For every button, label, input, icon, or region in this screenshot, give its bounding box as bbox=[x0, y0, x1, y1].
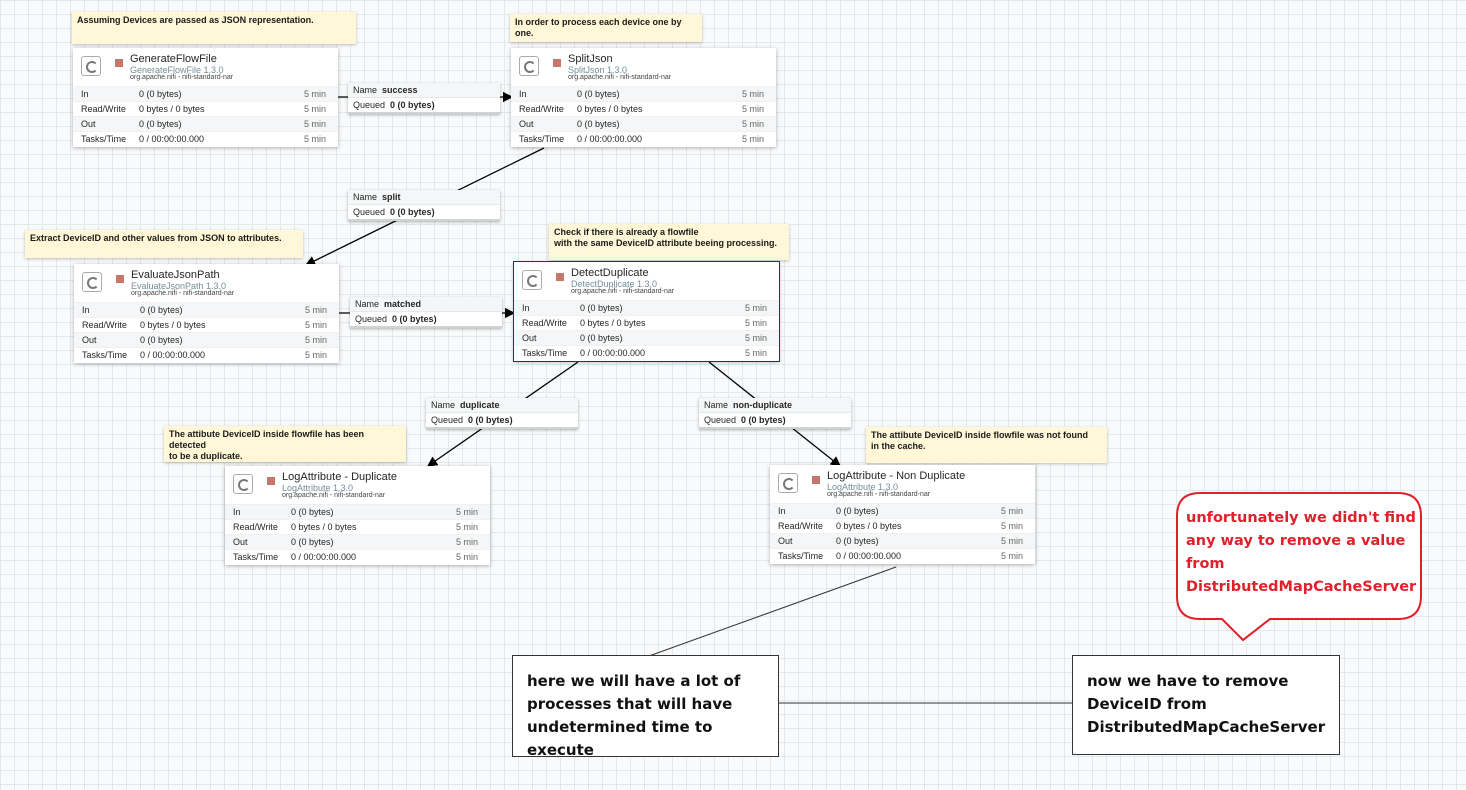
connection-queued: 0 (0 bytes) bbox=[741, 415, 786, 425]
connection-queued: 0 (0 bytes) bbox=[390, 207, 435, 217]
processor-type: LogAttribute 1.3.0 bbox=[827, 482, 899, 492]
connection-queued: 0 (0 bytes) bbox=[468, 415, 513, 425]
connection-success[interactable]: Name success Queued 0 (0 bytes) bbox=[348, 83, 500, 114]
processor-icon bbox=[778, 473, 798, 493]
stopped-icon bbox=[556, 273, 564, 281]
processor-icon bbox=[82, 272, 102, 292]
note-remove-deviceid: now we have to remove DeviceID from Dist… bbox=[1072, 655, 1340, 755]
processor-logattribute-non-duplicate[interactable]: LogAttribute - Non Duplicate LogAttribut… bbox=[770, 465, 1035, 564]
processor-bundle: org.apache.nifi - nifi-standard-nar bbox=[131, 290, 235, 297]
processor-name: LogAttribute - Duplicate bbox=[282, 471, 397, 483]
connection-non-duplicate[interactable]: Name non-duplicate Queued 0 (0 bytes) bbox=[699, 398, 851, 429]
label-check-duplicate[interactable]: Check if there is already a flowfile wit… bbox=[549, 224, 789, 260]
connection-queued: 0 (0 bytes) bbox=[392, 314, 437, 324]
processor-evaluatejsonpath[interactable]: EvaluateJsonPath EvaluateJsonPath 1.3.0 … bbox=[74, 264, 339, 363]
label-json-devices[interactable]: Assuming Devices are passed as JSON repr… bbox=[72, 12, 356, 44]
speech-bubble bbox=[1176, 492, 1422, 642]
label-extract-deviceid[interactable]: Extract DeviceID and other values from J… bbox=[25, 230, 303, 258]
connection-name: split bbox=[382, 192, 401, 202]
processor-name: DetectDuplicate bbox=[571, 267, 649, 279]
annotation-line bbox=[648, 566, 897, 657]
connection-queued: 0 (0 bytes) bbox=[390, 100, 435, 110]
processor-bundle: org.apache.nifi - nifi-standard-nar bbox=[568, 74, 672, 81]
processor-icon bbox=[81, 56, 101, 76]
processor-generateflowfile[interactable]: GenerateFlowFile GenerateFlowFile 1.3.0 … bbox=[73, 48, 338, 147]
processor-icon bbox=[522, 270, 542, 290]
label-detected-duplicate[interactable]: The attibute DeviceID inside flowfile ha… bbox=[164, 426, 406, 462]
processor-bundle: org.apache.nifi - nifi-standard-nar bbox=[571, 288, 675, 295]
processor-bundle: org.apache.nifi - nifi-standard-nar bbox=[827, 491, 931, 498]
processor-type: LogAttribute 1.3.0 bbox=[282, 483, 354, 493]
processor-logattribute-duplicate[interactable]: LogAttribute - Duplicate LogAttribute 1.… bbox=[225, 466, 490, 565]
processor-icon bbox=[519, 56, 539, 76]
connection-matched[interactable]: Name matched Queued 0 (0 bytes) bbox=[350, 297, 502, 328]
processor-name: GenerateFlowFile bbox=[130, 53, 217, 65]
processor-name: SplitJson bbox=[568, 53, 613, 65]
connection-split[interactable]: Name split Queued 0 (0 bytes) bbox=[348, 190, 500, 221]
label-not-found[interactable]: The attibute DeviceID inside flowfile wa… bbox=[866, 427, 1107, 463]
processor-name: LogAttribute - Non Duplicate bbox=[827, 470, 966, 482]
stopped-icon bbox=[115, 59, 123, 67]
stopped-icon bbox=[267, 477, 275, 485]
note-processes: here we will have a lot of processes tha… bbox=[512, 655, 779, 759]
processor-type: EvaluateJsonPath 1.3.0 bbox=[131, 281, 227, 291]
stopped-icon bbox=[116, 275, 124, 283]
bubble-text: unfortunately we didn't find any way to … bbox=[1186, 510, 1417, 595]
stopped-icon bbox=[553, 59, 561, 67]
connection-name: duplicate bbox=[460, 400, 500, 410]
processor-name: EvaluateJsonPath bbox=[131, 269, 220, 281]
connection-name: non-duplicate bbox=[733, 400, 793, 410]
processor-type: SplitJson 1.3.0 bbox=[568, 65, 628, 75]
connection-name: success bbox=[382, 85, 418, 95]
stopped-icon bbox=[812, 476, 820, 484]
processor-icon bbox=[233, 474, 253, 494]
processor-type: GenerateFlowFile 1.3.0 bbox=[130, 65, 224, 75]
processor-type: DetectDuplicate 1.3.0 bbox=[571, 279, 658, 289]
label-process-each[interactable]: In order to process each device one by o… bbox=[510, 14, 702, 42]
processor-bundle: org.apache.nifi - nifi-standard-nar bbox=[130, 74, 234, 81]
processor-detectduplicate[interactable]: DetectDuplicate DetectDuplicate 1.3.0 or… bbox=[513, 261, 780, 362]
connection-duplicate[interactable]: Name duplicate Queued 0 (0 bytes) bbox=[426, 398, 578, 429]
processor-splitjson[interactable]: SplitJson SplitJson 1.3.0 org.apache.nif… bbox=[511, 48, 776, 147]
processor-bundle: org.apache.nifi - nifi-standard-nar bbox=[282, 492, 386, 499]
connection-name: matched bbox=[384, 299, 422, 309]
